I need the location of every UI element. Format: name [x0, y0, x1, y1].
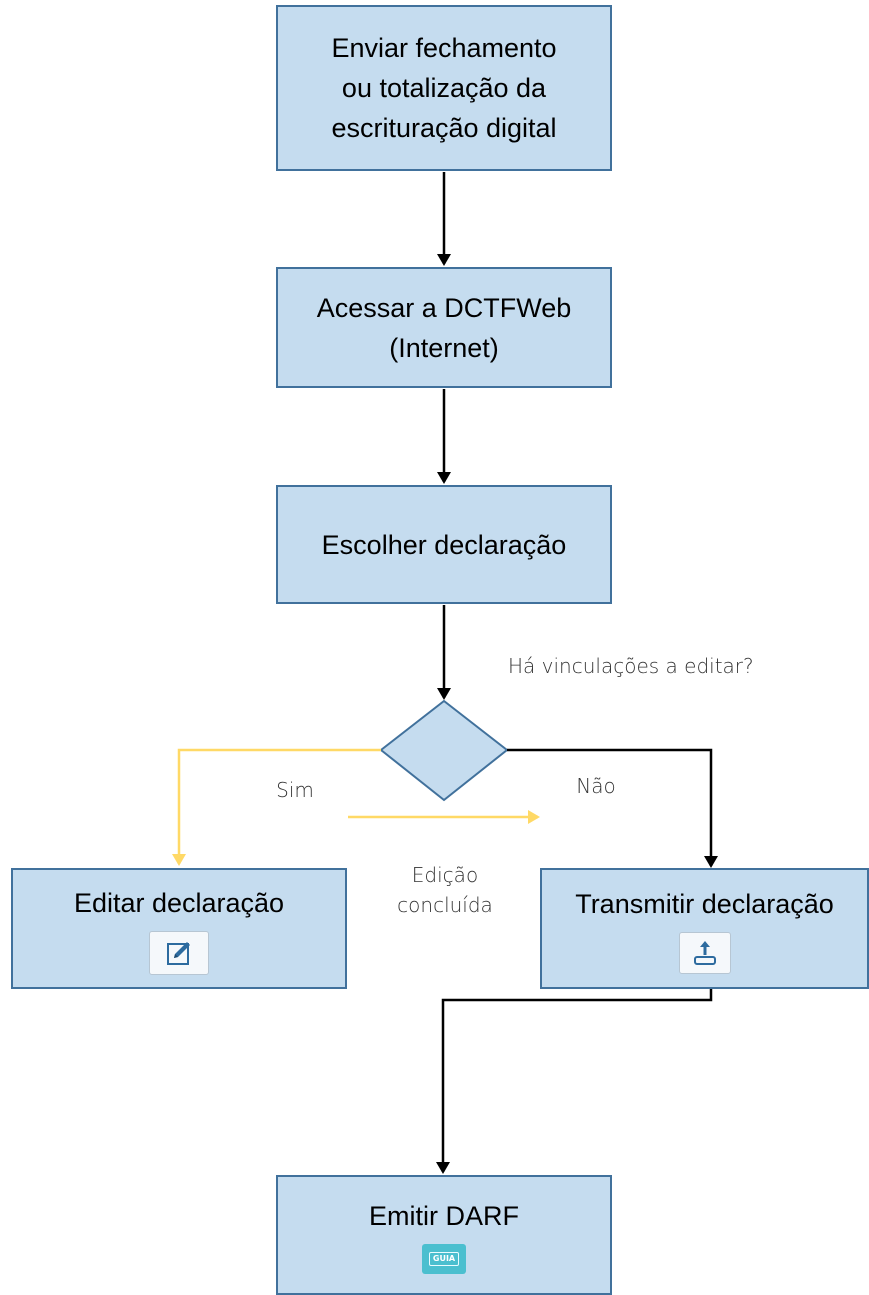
edge-label-edicao-concluida: Edição concluída — [397, 863, 493, 917]
node-acessar-label: Acessar a DCTFWeb (Internet) — [316, 292, 572, 363]
decision-question: Há vinculações a editar? — [508, 654, 754, 678]
edge-label-sim: Sim — [276, 778, 314, 802]
guia-icon[interactable]: GUIA — [422, 1244, 466, 1274]
edge-nao — [507, 748, 718, 868]
edge-label-nao: Não — [576, 774, 616, 798]
node-enviar-fechamento: Enviar fechamento ou totalização da escr… — [276, 5, 612, 171]
node-acessar-dctfweb: Acessar a DCTFWeb (Internet) — [276, 267, 612, 388]
node-emitir-darf[interactable]: Emitir DARF GUIA — [276, 1175, 612, 1295]
node-emitir-label: Emitir DARF — [369, 1201, 519, 1231]
edge-sim — [172, 748, 381, 866]
upload-icon[interactable] — [678, 931, 731, 974]
decision-diamond — [379, 699, 509, 802]
node-enviar-label: Enviar fechamento ou totalização da escr… — [331, 33, 557, 143]
edit-icon[interactable] — [149, 930, 209, 975]
guia-icon-text: GUIA — [428, 1252, 460, 1266]
node-editar-label: Editar declaração — [73, 887, 285, 918]
node-escolher-declaracao: Escolher declaração — [276, 485, 612, 604]
node-escolher-label: Escolher declaração — [321, 529, 567, 560]
node-transmitir-label: Transmitir declaração — [575, 888, 834, 919]
node-transmitir-declaracao[interactable]: Transmitir declaração — [540, 868, 869, 989]
node-editar-declaracao[interactable]: Editar declaração — [11, 868, 347, 989]
